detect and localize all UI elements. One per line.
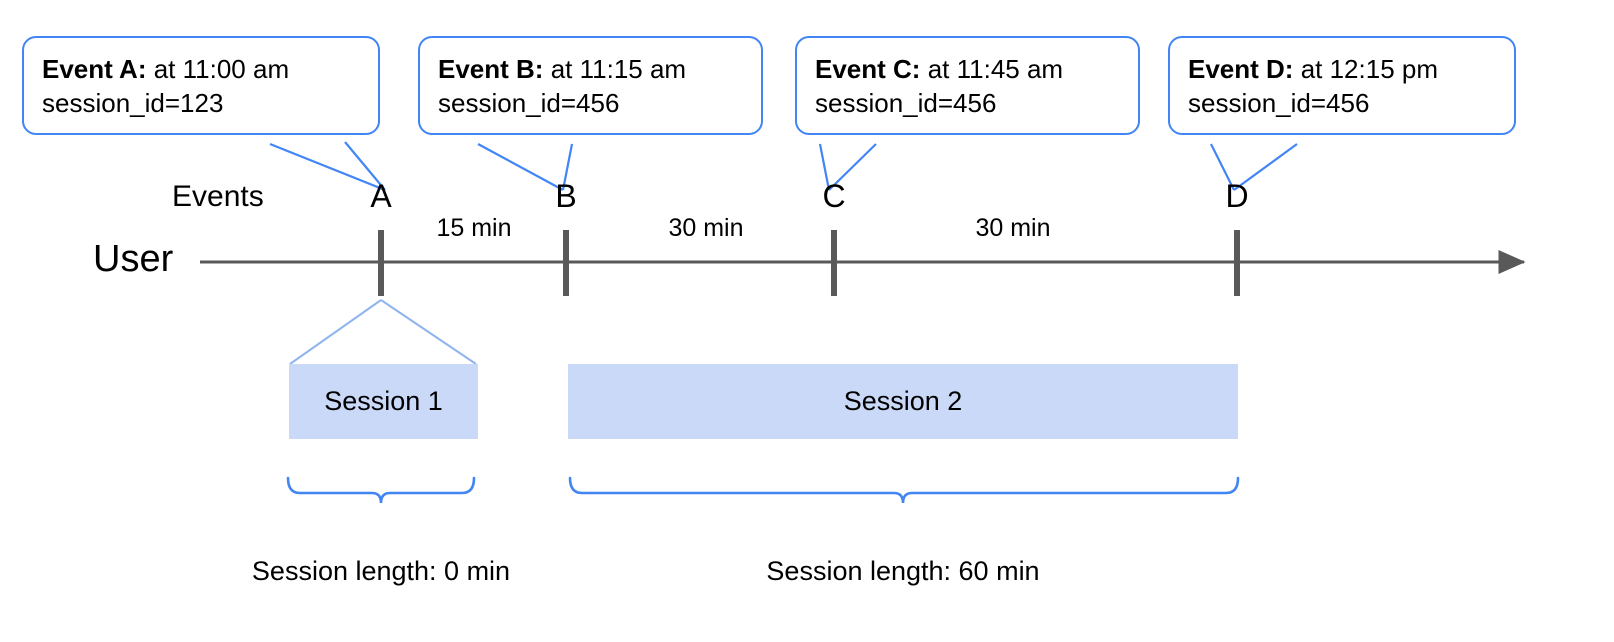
callout-event-a-session-id: session_id=123 [42, 88, 224, 119]
session-length-caption-2: Session length: 60 min [766, 556, 1040, 586]
callout-event-a-name: Event A: [42, 54, 147, 84]
callout-event-d-name: Event D: [1188, 54, 1294, 84]
callout-event-b-time: at 11:15 am [543, 54, 687, 84]
event-letter-d: D [1225, 178, 1249, 214]
callout-event-a: Event A: at 11:00 am session_id=123 [22, 36, 380, 135]
callout-event-d-session-id: session_id=456 [1188, 88, 1370, 119]
callout-event-b: Event B: at 11:15 am session_id=456 [418, 36, 763, 135]
callout-event-c-name: Event C: [815, 54, 921, 84]
brace-session-1 [286, 476, 476, 504]
session-length-caption-1: Session length: 0 min [251, 556, 511, 586]
interval-label-c-d: 30 min [975, 214, 1051, 242]
row-label-user: User [93, 238, 174, 280]
session-bar-1: Session 1 [289, 364, 478, 439]
callout-event-d: Event D: at 12:15 pm session_id=456 [1168, 36, 1516, 135]
session-bar-2: Session 2 [568, 364, 1238, 439]
session1-tent-left [289, 299, 382, 365]
callout-event-b-name: Event B: [438, 54, 544, 84]
callout-event-a-time: at 11:00 am [146, 54, 290, 84]
session-bar-2-label: Session 2 [843, 386, 963, 416]
callout-event-d-time: at 12:15 pm [1293, 54, 1439, 84]
interval-label-a-b: 15 min [436, 214, 512, 242]
event-letter-c: C [822, 178, 846, 214]
session1-tent-right [380, 299, 477, 365]
callout-tail-b [477, 143, 564, 191]
event-letter-b: B [555, 178, 577, 214]
interval-label-b-c: 30 min [668, 214, 744, 242]
event-letter-a: A [370, 178, 392, 214]
callout-event-c-session-id: session_id=456 [815, 88, 997, 119]
callout-event-b-session-id: session_id=456 [438, 88, 620, 119]
callout-event-c-time: at 11:45 am [920, 54, 1064, 84]
callout-tail-a [269, 142, 386, 192]
brace-session-2 [568, 476, 1240, 504]
row-label-events: Events [172, 180, 264, 213]
callout-event-c: Event C: at 11:45 am session_id=456 [795, 36, 1140, 135]
session-bar-1-label: Session 1 [324, 386, 443, 416]
